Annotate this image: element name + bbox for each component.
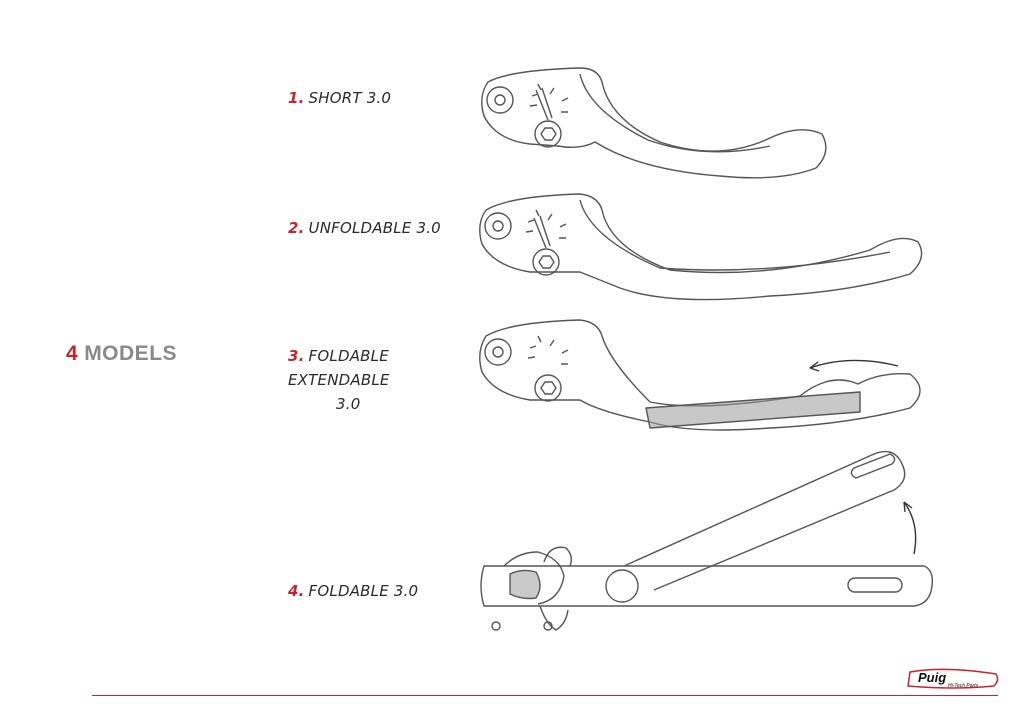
model-name-line2: 3.0 [336,395,361,413]
models-count: 4 [66,342,79,365]
lever-foldable-extendable-sketch [479,319,921,431]
model-label-short: 1.SHORT 3.0 [288,89,391,107]
model-number: 2. [288,219,305,237]
model-name: FOLDABLE 3.0 [308,582,419,600]
lever-unfoldable-sketch [479,193,923,301]
lever-short-sketch [481,67,827,179]
bottom-divider [92,695,998,696]
logo-tagline: Hi-Tech Parts [948,683,979,689]
model-label-foldable-extendable: 3.FOLDABLE EXTENDABLE 3.0 [288,344,488,416]
model-number: 3. [288,347,305,365]
model-label-unfoldable: 2.UNFOLDABLE 3.0 [288,219,441,237]
model-name: FOLDABLE EXTENDABLE [288,347,390,389]
model-name: UNFOLDABLE 3.0 [308,219,441,237]
lever-foldable-sketch [480,450,934,631]
models-word: MODELS [84,342,178,365]
puig-logo: Puig Hi-Tech Parts [907,668,999,689]
model-number: 1. [288,89,305,107]
model-label-foldable: 4.FOLDABLE 3.0 [288,582,418,600]
model-name: SHORT 3.0 [308,89,392,107]
logo-brand: Puig [918,670,946,685]
model-number: 4. [288,582,305,600]
